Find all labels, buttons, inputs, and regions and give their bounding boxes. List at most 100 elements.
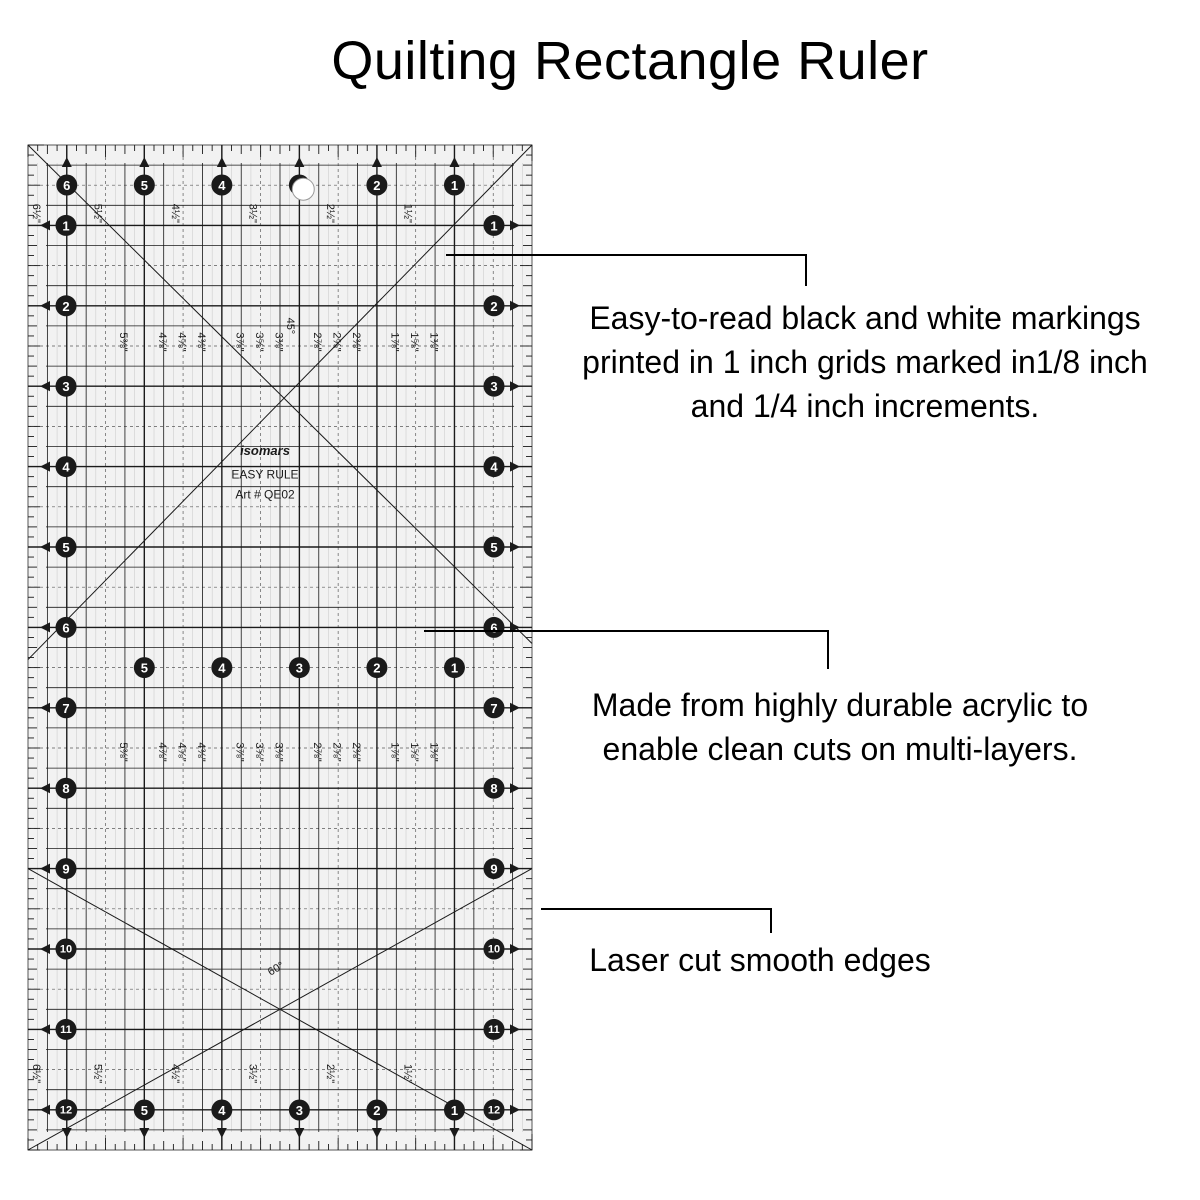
left-inch-number: 5 — [62, 540, 69, 555]
mid-inch-number: 4 — [218, 661, 226, 676]
arrow-icon — [510, 381, 520, 392]
eighth-inch-label: 4⅝" — [175, 332, 187, 351]
arrow-icon — [40, 542, 50, 552]
arrow-icon — [40, 622, 50, 633]
right-inch-number: 10 — [488, 944, 500, 956]
bottom-inch-badge — [133, 1099, 155, 1121]
half-inch-label: 6½" — [30, 1064, 42, 1083]
eighth-inch-label: 1⅞" — [389, 332, 401, 351]
mid-inch-number: 2 — [373, 661, 380, 676]
left-inch-number: 4 — [62, 460, 70, 475]
eighth-inch-label: 3⅜" — [272, 742, 284, 761]
callout-markings-line: Easy-to-read black and white markings — [589, 300, 1141, 336]
left-inch-number: 1 — [62, 218, 69, 233]
left-inch-badge — [55, 938, 77, 960]
arrow-icon — [40, 461, 50, 472]
mid-inch-badge — [211, 657, 233, 679]
eighth-inch-label: 1⅝" — [408, 742, 420, 761]
eighth-inch-label: 3⅝" — [253, 742, 265, 761]
arrow-icon — [510, 542, 520, 552]
right-inch-badge — [483, 616, 505, 638]
arrow-icon — [61, 1128, 72, 1138]
arrow-icon — [510, 461, 520, 472]
arrow-icon — [40, 944, 50, 954]
left-inch-number: 3 — [62, 379, 69, 394]
angle-45-label: 45° — [284, 318, 296, 335]
half-inch-label: 3½" — [247, 1064, 259, 1083]
left-inch-number: 7 — [62, 701, 69, 716]
right-inch-number: 8 — [490, 781, 497, 796]
eighth-inch-label: 2⅜" — [350, 742, 362, 761]
right-inch-badge — [483, 858, 505, 880]
half-inch-label: 4½" — [169, 204, 181, 223]
arrow-icon — [40, 1104, 50, 1115]
left-inch-number: 6 — [62, 620, 69, 635]
right-inch-badge — [483, 214, 505, 236]
top-inch-badge — [56, 174, 78, 196]
callout-markings-line: printed in 1 inch grids marked in1/8 inc… — [582, 344, 1148, 380]
arrow-icon — [61, 157, 72, 167]
bottom-inch-badge — [443, 1099, 465, 1121]
right-inch-badge — [483, 375, 505, 397]
half-inch-label: 2½" — [324, 204, 336, 223]
bottom-inch-number: 3 — [296, 1103, 303, 1118]
arrow-icon — [40, 1024, 50, 1035]
eighth-inch-label: 3⅝" — [253, 332, 265, 351]
bottom-inch-badge — [288, 1099, 310, 1121]
left-inch-badge — [55, 214, 77, 236]
arrow-icon — [510, 702, 520, 713]
half-inch-label: 5½" — [92, 1064, 104, 1083]
left-inch-badge — [55, 456, 77, 478]
arrow-icon — [510, 1024, 520, 1035]
right-inch-badge — [483, 456, 505, 478]
arrow-icon — [371, 1128, 382, 1138]
eighth-inch-label: 4⅞" — [156, 332, 168, 351]
callout-markings-line: and 1/4 inch increments. — [690, 388, 1040, 424]
arrow-icon — [510, 783, 520, 794]
half-inch-label: 1½" — [402, 204, 414, 223]
left-inch-number: 2 — [62, 299, 69, 314]
callout-markings-leader — [446, 254, 807, 286]
left-inch-number: 10 — [60, 944, 72, 956]
top-inch-badge — [133, 174, 155, 196]
right-inch-badge — [483, 1018, 505, 1040]
eighth-inch-label: 2⅝" — [330, 332, 342, 351]
half-inch-label: 5½" — [92, 204, 104, 223]
top-inch-badge — [211, 174, 233, 196]
callout-markings: Easy-to-read black and white markings pr… — [545, 296, 1185, 428]
left-inch-number: 12 — [60, 1104, 72, 1116]
arrow-icon — [139, 157, 150, 167]
top-inch-badge — [366, 174, 388, 196]
left-inch-badge — [55, 697, 77, 719]
bottom-inch-number: 2 — [373, 1103, 380, 1118]
half-inch-label: 4½" — [169, 1064, 181, 1083]
arrow-icon — [40, 300, 50, 311]
right-inch-number: 12 — [488, 1104, 500, 1116]
arrow-icon — [449, 157, 460, 167]
left-inch-badge — [55, 616, 77, 638]
callout-edges: Laser cut smooth edges — [540, 938, 980, 982]
eighth-inch-label: 3⅜" — [272, 332, 284, 351]
arrow-icon — [294, 1128, 305, 1138]
left-inch-badge — [55, 1099, 77, 1121]
mid-inch-number: 5 — [141, 661, 148, 676]
eighth-inch-label: 2⅞" — [311, 742, 323, 761]
eighth-inch-label: 1⅝" — [408, 332, 420, 351]
arrow-icon — [40, 863, 50, 874]
arrow-icon — [510, 220, 520, 231]
eighth-inch-label: 4⅞" — [156, 742, 168, 761]
art-label: Art # QE02 — [235, 488, 295, 502]
callout-acrylic: Made from highly durable acrylic to enab… — [520, 683, 1160, 771]
half-inch-label: 3½" — [247, 204, 259, 223]
eighth-inch-label: 4⅜" — [195, 332, 207, 351]
callout-acrylic-leader — [424, 630, 829, 669]
right-inch-number: 9 — [490, 862, 497, 877]
bottom-inch-badge — [366, 1099, 388, 1121]
top-inch-number: 1 — [451, 178, 458, 193]
eighth-inch-label: 1⅜" — [427, 742, 439, 761]
diagonal-line — [27, 144, 533, 660]
page-title: Quilting Rectangle Ruler — [331, 31, 929, 91]
eighth-inch-label: 5⅜" — [117, 332, 129, 351]
right-inch-number: 1 — [490, 218, 497, 233]
